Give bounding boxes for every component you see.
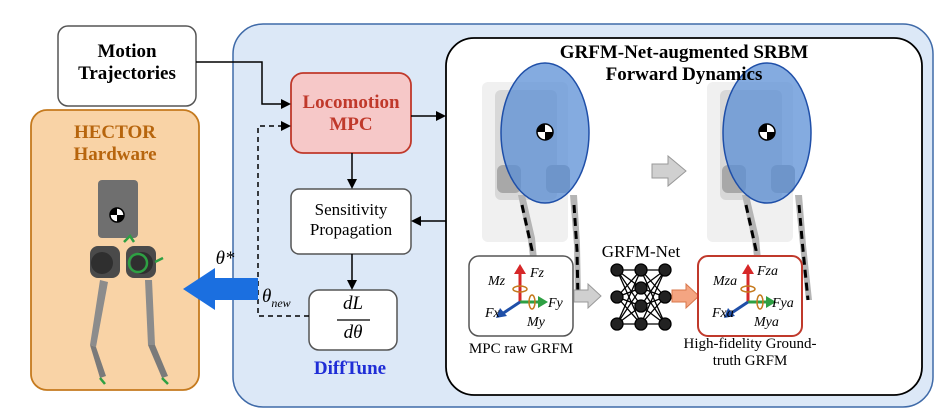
transition-arrow: [651, 154, 687, 188]
raw-force-arrows: [496, 264, 548, 318]
theta-new-subscript: new: [271, 295, 291, 310]
locomotion-mpc-label: Locomotion MPC: [302, 92, 400, 135]
theta-new-base: θ: [262, 286, 272, 307]
net-to-highfidelity-arrow: [671, 282, 700, 310]
motion-trajectories-box: [57, 25, 197, 107]
raw-Fy-label: Fy: [548, 296, 563, 311]
com-marker-right: [758, 123, 776, 141]
motion-trajectories-label: Motion Trajectories: [78, 41, 176, 84]
raw-Fz-label: Fz: [530, 266, 544, 281]
raw-Fx-label: Fx: [485, 306, 500, 321]
aug-Fz-label: Fza: [757, 264, 778, 279]
augmented-force-arrows: [724, 264, 776, 318]
trajectories-to-mpc-arrow: [196, 61, 291, 109]
neural-network-icon: [610, 263, 672, 331]
theta-new-label: θnew: [262, 286, 310, 311]
theta-new-feedback-arrow: [257, 121, 309, 317]
raw-to-net-arrow: [573, 282, 602, 310]
theta-star-label: θ*: [215, 248, 235, 269]
theta-star-arrow: [183, 268, 258, 310]
aug-My-label: Mya: [754, 315, 779, 330]
grfm-net-label: GRFM-Net: [601, 242, 681, 261]
aug-Fy-label: Fya: [772, 296, 794, 311]
hector-robot-image: [90, 180, 169, 385]
aug-Mz-label: Mza: [713, 274, 738, 289]
locomotion-mpc-box: [290, 72, 412, 154]
raw-My-label: My: [527, 315, 545, 330]
aug-Fx-label: Fxa: [712, 306, 734, 321]
sensitivity-propagation-label: Sensitivity Propagation: [309, 200, 393, 239]
loss-gradient-denominator: dθ: [343, 322, 363, 343]
loss-gradient-numerator: dL: [342, 293, 364, 314]
high-fidelity-grfm-label: High-fidelity Ground- truth GRFM: [683, 336, 817, 370]
grfm-panel-title: GRFM-Net-augmented SRBM Forward Dynamics: [559, 42, 809, 85]
high-fidelity-grfm-box: [697, 255, 803, 337]
mpc-raw-grfm-label: MPC raw GRFM: [468, 341, 574, 357]
com-marker-left: [536, 123, 554, 141]
hector-hardware-label: HECTOR Hardware: [73, 122, 157, 165]
difftune-label: DiffTune: [313, 358, 387, 379]
raw-Mz-label: Mz: [488, 274, 506, 289]
